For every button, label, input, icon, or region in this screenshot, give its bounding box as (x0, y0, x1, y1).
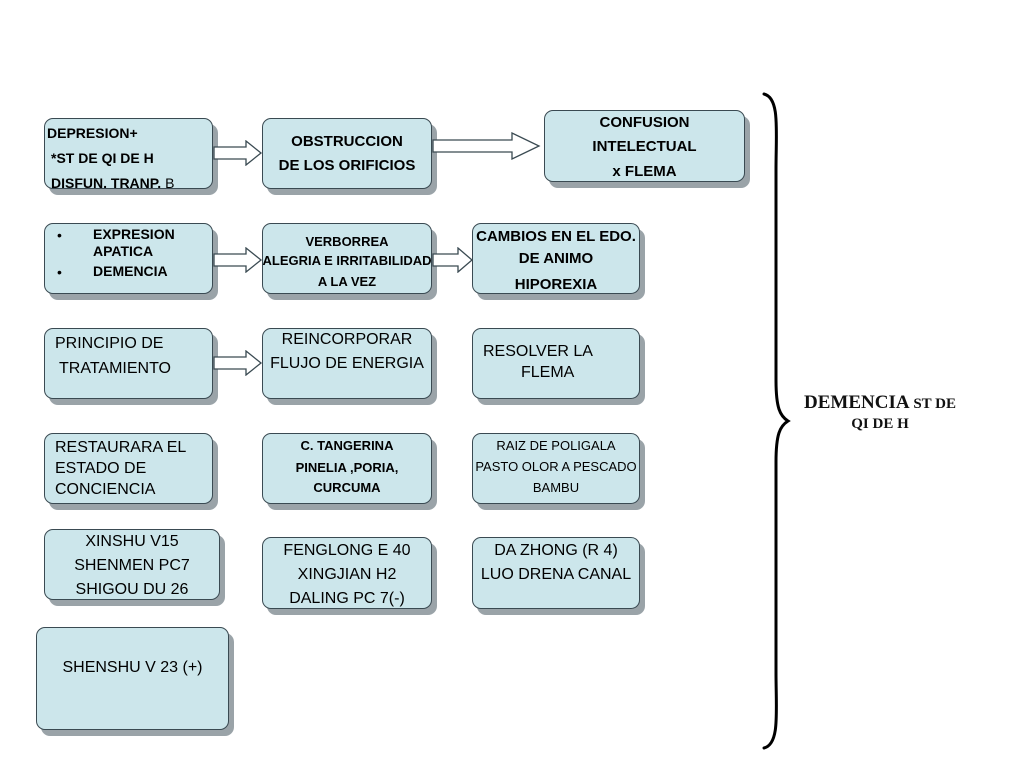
bullet-2: • (57, 264, 62, 280)
box-tangerina-line2: PINELIA ,PORIA, (295, 460, 399, 475)
box-expresion-item1-line2: APATICA (93, 243, 154, 259)
box-fenglong-line1: FENGLONG E 40 (283, 542, 411, 559)
box-poligala-line1: RAIZ DE POLIGALA (496, 438, 616, 453)
box-cambios-line2: DE ANIMO (518, 250, 594, 267)
box-tangerina: C. TANGERINA PINELIA ,PORIA, CURCUMA (262, 433, 432, 504)
box-expresion-item1-line1: EXPRESION (93, 226, 175, 242)
box-restaurara: RESTAURARA EL ESTADO DE CONCIENCIA (44, 433, 213, 504)
box-dazhong-line1: DA ZHONG (R 4) (494, 542, 618, 559)
summary-label: DEMENCIA ST DE QI DE H (790, 392, 970, 433)
box-fenglong: FENGLONG E 40 XINGJIAN H2 DALING PC 7(-) (262, 537, 432, 609)
box-obstruccion-line2: DE LOS ORIFICIOS (278, 157, 416, 174)
box-expresion: • EXPRESION APATICA • DEMENCIA (44, 223, 213, 294)
box-depresion: DEPRESION+ *ST DE QI DE H DISFUN. TRANP.… (44, 118, 213, 191)
box-fenglong-line3: DALING PC 7(-) (289, 590, 405, 607)
box-poligala: RAIZ DE POLIGALA PASTO OLOR A PESCADO BA… (472, 433, 640, 504)
box-cambios: CAMBIOS EN EL EDO. DE ANIMO HIPOREXIA (472, 223, 640, 294)
right-brace (762, 92, 791, 750)
box-xinshu-line3: SHIGOU DU 26 (75, 581, 189, 598)
box-depresion-line1: DEPRESION+ (47, 125, 138, 141)
box-xinshu-line1: XINSHU V15 (85, 533, 179, 550)
box-cambios-line3: HIPOREXIA (514, 276, 598, 293)
box-confusion: CONFUSION INTELECTUAL x FLEMA (544, 110, 745, 182)
box-xinshu-line2: SHENMEN PC7 (74, 557, 190, 574)
arrow-verborrea-to-cambios (432, 247, 473, 273)
box-shenshu: SHENSHU V 23 (+) (36, 627, 229, 730)
summary-title-small: ST DE (909, 396, 956, 412)
box-depresion-line2: *ST DE QI DE H (51, 150, 154, 166)
box-restaurara-line1: RESTAURARA EL (55, 439, 187, 456)
box-principio-line1: PRINCIPIO DE (55, 335, 164, 352)
box-reincorporar: REINCORPORAR FLUJO DE ENERGIA (262, 328, 432, 399)
summary-title-big: DEMENCIA (804, 392, 910, 413)
box-restaurara-line3: CONCIENCIA (55, 481, 156, 498)
box-resolver-line1: RESOLVER LA (483, 343, 593, 360)
box-reincorporar-line1: REINCORPORAR (281, 331, 413, 348)
box-resolver: RESOLVER LA FLEMA (472, 328, 640, 399)
box-principio-line2: TRATAMIENTO (59, 360, 171, 377)
box-shenshu-line1: SHENSHU V 23 (+) (62, 659, 203, 676)
arrow-depresion-to-obstruccion (213, 140, 263, 166)
box-xinshu: XINSHU V15 SHENMEN PC7 SHIGOU DU 26 (44, 529, 220, 600)
box-confusion-line1: CONFUSION (599, 114, 690, 131)
box-principio: PRINCIPIO DE TRATAMIENTO (44, 328, 213, 399)
bullet-1: • (57, 227, 62, 243)
arrow-obstruccion-to-confusion (432, 132, 541, 160)
box-verborrea-line2: ALEGRIA E IRRITABILIDAD (262, 253, 432, 268)
box-restaurara-line2: ESTADO DE (55, 460, 147, 477)
box-poligala-line2: PASTO OLOR A PESCADO (475, 459, 637, 474)
box-obstruccion-line1: OBSTRUCCION (291, 133, 403, 150)
box-tangerina-line3: CURCUMA (313, 480, 381, 495)
box-obstruccion: OBSTRUCCION DE LOS ORIFICIOS (262, 118, 432, 189)
box-dazhong: DA ZHONG (R 4) LUO DRENA CANAL (472, 537, 640, 609)
box-depresion-line3: DISFUN. TRANP. B (51, 175, 175, 191)
box-confusion-line2: INTELECTUAL (592, 138, 697, 155)
box-verborrea-line1: VERBORREA (305, 234, 389, 249)
box-resolver-line2: FLEMA (521, 364, 575, 381)
box-confusion-line3: x FLEMA (612, 163, 677, 180)
box-verborrea-line3: A LA VEZ (317, 274, 377, 289)
summary-line1: DEMENCIA ST DE (790, 392, 970, 414)
box-reincorporar-line2: FLUJO DE ENERGIA (270, 355, 424, 372)
box-dazhong-line2: LUO DRENA CANAL (480, 566, 632, 583)
box-poligala-line3: BAMBU (532, 480, 580, 495)
box-fenglong-line2: XINGJIAN H2 (297, 566, 397, 583)
summary-line2: QI DE H (851, 416, 909, 432)
arrow-expresion-to-verborrea (213, 247, 263, 273)
box-cambios-line1: CAMBIOS EN EL EDO. (476, 228, 636, 245)
box-expresion-item2: DEMENCIA (93, 263, 168, 279)
box-verborrea: VERBORREA ALEGRIA E IRRITABILIDAD A LA V… (262, 223, 432, 294)
arrow-principio-to-reincorporar (213, 350, 263, 376)
box-tangerina-line1: C. TANGERINA (300, 438, 394, 453)
